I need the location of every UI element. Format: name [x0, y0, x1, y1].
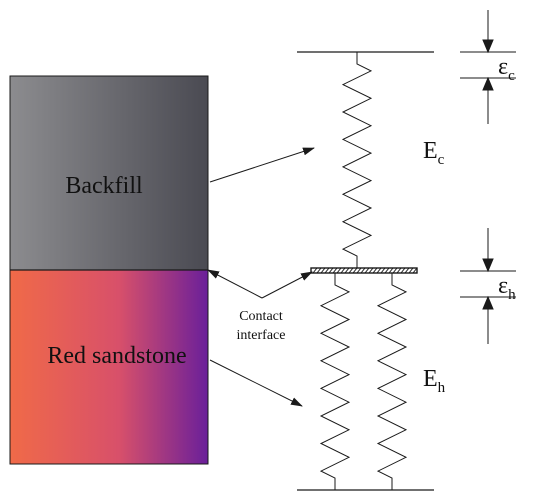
contact-interface-plate	[310, 267, 418, 274]
strain-indicator-sandstone	[460, 228, 516, 344]
backfill-label: Backfill	[65, 173, 143, 199]
red-sandstone-layer	[9, 269, 209, 465]
backfill-pointer-arrow	[209, 147, 315, 183]
interface-arrow-right	[261, 271, 313, 299]
contact-interface-label-line2: interface	[237, 328, 286, 343]
contact-interface-label-line1: Contact	[239, 309, 283, 324]
strain-indicator-backfill	[460, 10, 516, 124]
strain-sandstone-label: εh	[498, 273, 516, 303]
modulus-backfill-label: Ec	[423, 138, 445, 168]
backfill-layer	[9, 75, 209, 271]
backfill-spring	[341, 52, 373, 268]
sandstone-spring-right	[376, 273, 408, 490]
red-sandstone-label: Red sandstone	[47, 343, 186, 369]
strain-backfill-label: εc	[498, 54, 515, 84]
interface-arrow-left	[207, 269, 263, 299]
sandstone-spring-left	[319, 273, 351, 490]
sandstone-pointer-arrow	[209, 359, 303, 407]
modulus-sandstone-label: Eh	[423, 366, 446, 396]
